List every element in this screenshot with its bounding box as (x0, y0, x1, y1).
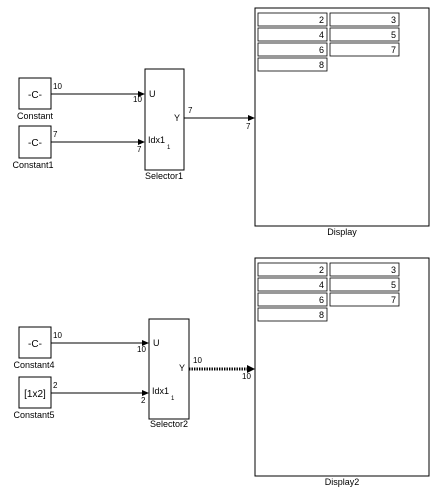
constant5-value: [1x2] (24, 389, 46, 400)
display-cell: 5 (329, 27, 400, 42)
svg-text:2: 2 (319, 15, 324, 25)
display2-in-dim: 10 (242, 372, 251, 381)
selector2-port-idx-subscript: 1 (171, 396, 175, 402)
selector2-port-idx: Idx1 (152, 386, 169, 396)
svg-text:5: 5 (391, 30, 396, 40)
constant-value: -C- (28, 90, 42, 101)
display2-cell: 4 (257, 277, 328, 292)
constant1-name: Constant1 (12, 160, 53, 170)
display2-cell: 8 (257, 307, 328, 322)
selector2-port-y: Y (179, 363, 185, 373)
constant5-name: Constant5 (13, 410, 54, 420)
display-cell: 2 (257, 12, 328, 27)
selector1-port-idx: Idx1 (148, 135, 165, 145)
display-in-dim: 7 (246, 122, 251, 131)
display2-block[interactable]: 2 3 4 5 6 7 8 (254, 257, 430, 477)
constant-block[interactable]: -C- (18, 77, 52, 110)
selector1-out-dim: 7 (188, 106, 193, 115)
display-cell: 6 (257, 42, 328, 57)
svg-text:4: 4 (319, 280, 324, 290)
svg-text:6: 6 (319, 295, 324, 305)
constant4-name: Constant4 (13, 360, 54, 370)
constant-name: Constant (17, 111, 54, 121)
selector1-port-y: Y (174, 113, 180, 123)
constant5-out-dim: 2 (53, 381, 58, 390)
constant4-out-dim: 10 (53, 331, 62, 340)
display-cell: 4 (257, 27, 328, 42)
constant4-block[interactable]: -C- (18, 326, 52, 359)
display-cell: 8 (257, 57, 328, 72)
constant1-block[interactable]: -C- (18, 125, 52, 159)
display2-cell: 2 (257, 262, 328, 277)
svg-text:3: 3 (391, 265, 396, 275)
svg-text:8: 8 (319, 310, 324, 320)
selector2-block[interactable]: U Idx1 1 Y (148, 318, 190, 420)
selector1-in-u-dim: 10 (133, 95, 142, 104)
selector2-out-dim: 10 (193, 356, 202, 365)
selector2-port-u: U (153, 338, 160, 348)
display-block[interactable]: 2 3 4 5 6 7 8 (254, 7, 430, 227)
selector2-name: Selector2 (150, 419, 188, 429)
display2-name: Display2 (325, 477, 360, 487)
svg-text:7: 7 (391, 45, 396, 55)
selector1-port-u: U (149, 89, 156, 99)
constant-out-dim: 10 (53, 82, 62, 91)
display-name: Display (327, 227, 357, 237)
selector1-port-idx-subscript: 1 (167, 145, 171, 151)
selector1-in-idx-dim: 7 (137, 145, 142, 154)
display2-cell: 7 (329, 292, 400, 307)
signal-line-constant-to-selector1-u[interactable] (51, 91, 145, 97)
signal-line-constant1-to-selector1-idx[interactable] (51, 139, 145, 145)
display-cell: 7 (329, 42, 400, 57)
signal-line-selector1-to-display[interactable] (184, 115, 255, 121)
signal-bus-selector2-to-display2[interactable] (189, 365, 255, 373)
signal-line-constant5-to-selector2-idx[interactable] (51, 390, 149, 396)
display2-cell: 5 (329, 277, 400, 292)
svg-text:4: 4 (319, 30, 324, 40)
constant1-out-dim: 7 (53, 130, 58, 139)
display2-cell: 3 (329, 262, 400, 277)
constant1-value: -C- (28, 138, 42, 149)
constant4-value: -C- (28, 339, 42, 350)
svg-text:8: 8 (319, 60, 324, 70)
constant5-block[interactable]: [1x2] (18, 376, 52, 409)
display-cell: 3 (329, 12, 400, 27)
signal-line-constant4-to-selector2-u[interactable] (51, 340, 149, 346)
selector1-block[interactable]: U Idx1 1 Y (144, 68, 185, 171)
svg-text:7: 7 (391, 295, 396, 305)
display2-cell: 6 (257, 292, 328, 307)
svg-text:6: 6 (319, 45, 324, 55)
svg-text:3: 3 (391, 15, 396, 25)
selector2-in-idx-dim: 2 (141, 396, 146, 405)
svg-text:5: 5 (391, 280, 396, 290)
svg-text:2: 2 (319, 265, 324, 275)
selector2-in-u-dim: 10 (137, 345, 146, 354)
selector1-name: Selector1 (145, 171, 183, 181)
